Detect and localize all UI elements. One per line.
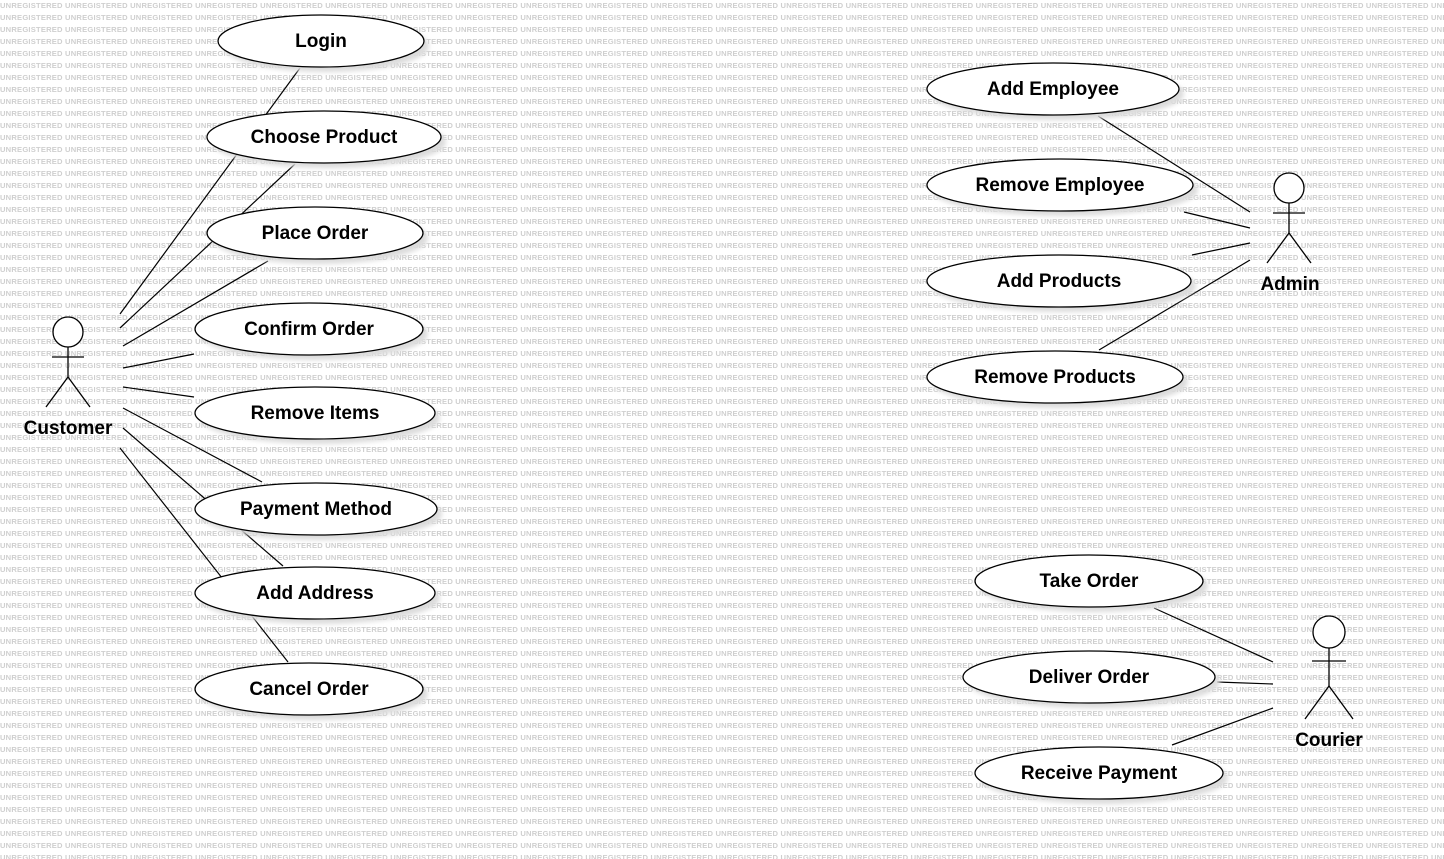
- association-customer-add-address: [122, 427, 284, 567]
- use-case-payment-method[interactable]: Payment Method: [194, 482, 442, 540]
- use-case-label: Add Products: [997, 271, 1122, 292]
- use-case-label: Take Order: [1040, 571, 1140, 592]
- associations: [119, 67, 1274, 746]
- association-courier-receive-payment: [1171, 707, 1274, 746]
- association-customer-place-order: [122, 260, 269, 347]
- use-case-label: Add Employee: [987, 79, 1119, 100]
- use-case-label: Receive Payment: [1021, 763, 1178, 784]
- stick-figure-icon: [1266, 172, 1312, 264]
- use-case-label: Remove Employee: [976, 175, 1145, 196]
- association-customer-remove-items: [122, 386, 195, 398]
- use-case-add-products[interactable]: Add Products: [926, 254, 1196, 312]
- use-case-cancel-order[interactable]: Cancel Order: [194, 662, 428, 720]
- actor-label: Customer: [24, 418, 113, 439]
- association-customer-login: [119, 67, 301, 315]
- association-admin-add-employee: [1097, 115, 1251, 213]
- use-case-remove-employee[interactable]: Remove Employee: [926, 158, 1198, 216]
- association-admin-remove-employee: [1183, 211, 1251, 229]
- use-case-label: Choose Product: [251, 127, 398, 148]
- use-case-add-employee[interactable]: Add Employee: [926, 62, 1184, 120]
- use-case-remove-products[interactable]: Remove Products: [926, 350, 1188, 408]
- use-case-place-order[interactable]: Place Order: [206, 206, 428, 264]
- use-case-label: Login: [295, 31, 347, 52]
- use-case-label: Cancel Order: [249, 679, 369, 700]
- stick-figure-icon: [1304, 615, 1354, 720]
- use-case-add-address[interactable]: Add Address: [194, 566, 440, 624]
- use-case-label: Place Order: [262, 223, 369, 244]
- use-case-login[interactable]: Login: [217, 14, 429, 72]
- actor-courier[interactable]: Courier: [1295, 615, 1363, 751]
- use-case-remove-items[interactable]: Remove Items: [194, 386, 440, 444]
- actor-label: Admin: [1260, 274, 1319, 295]
- stick-figure-icon: [45, 316, 91, 408]
- use-case-label: Payment Method: [240, 499, 392, 520]
- use-case-take-order[interactable]: Take Order: [974, 554, 1208, 612]
- association-admin-add-products: [1191, 242, 1251, 256]
- actor-admin[interactable]: Admin: [1260, 172, 1320, 295]
- actor-label: Courier: [1295, 730, 1363, 751]
- use-case-label: Confirm Order: [244, 319, 374, 340]
- use-case-choose-product[interactable]: Choose Product: [206, 110, 446, 168]
- use-case-label: Remove Products: [974, 367, 1136, 388]
- use-case-confirm-order[interactable]: Confirm Order: [194, 302, 428, 360]
- use-case-deliver-order[interactable]: Deliver Order: [962, 650, 1220, 708]
- association-customer-payment-method: [122, 407, 263, 483]
- use-case-receive-payment[interactable]: Receive Payment: [974, 746, 1228, 804]
- association-customer-confirm-order: [122, 353, 195, 369]
- actor-customer[interactable]: Customer: [24, 316, 113, 439]
- use-case-label: Add Address: [256, 583, 374, 604]
- association-customer-choose-product: [119, 163, 296, 329]
- association-admin-remove-products: [1098, 259, 1251, 351]
- association-courier-deliver-order: [1216, 681, 1274, 685]
- association-customer-cancel-order: [119, 447, 289, 663]
- use-case-label: Remove Items: [251, 403, 380, 424]
- association-courier-take-order: [1153, 607, 1274, 663]
- use-case-label: Deliver Order: [1029, 667, 1150, 688]
